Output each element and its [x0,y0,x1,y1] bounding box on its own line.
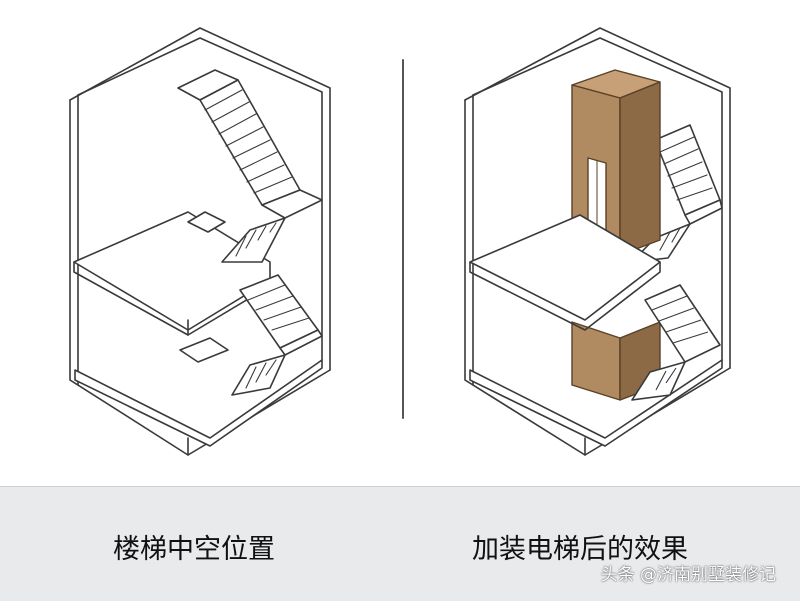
stairwell-comparison-illustration [69,27,731,456]
caption-left: 楼梯中空位置 [113,534,275,565]
watermark: 头条 @济南别墅装修记 [600,565,776,585]
right-stairwell-illustration [464,27,731,456]
caption-right: 加装电梯后的效果 [472,534,688,565]
caption-bar: 楼梯中空位置 加装电梯后的效果 头条 @济南别墅装修记 [0,486,800,601]
left-stairwell-illustration [69,27,331,456]
